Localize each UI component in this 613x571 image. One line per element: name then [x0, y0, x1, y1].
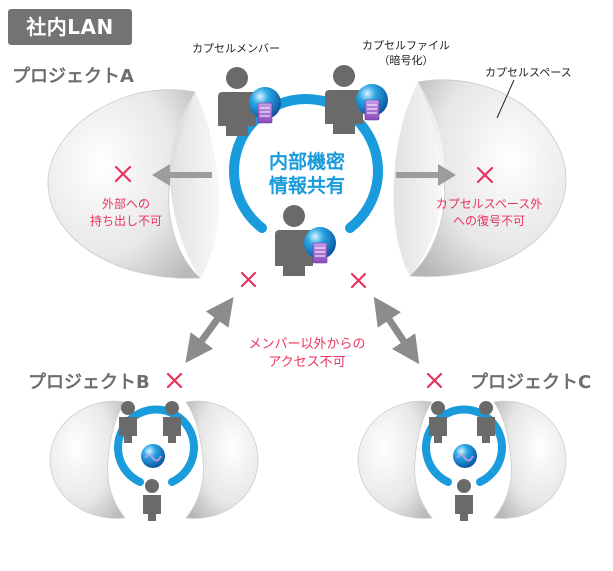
project-b-label: プロジェクトB [28, 372, 150, 393]
capsule-file-label: カプセルファイル （暗号化） [362, 38, 450, 68]
network-label: 社内LAN [8, 9, 132, 45]
no-decrypt-label: カプセルスペース外 への復号不可 [424, 196, 554, 230]
project-c-label: プロジェクトC [470, 372, 592, 393]
member-person-2 [325, 65, 363, 134]
no-decrypt-line1: カプセルスペース外 [435, 197, 543, 211]
deny-icon-project-b [166, 372, 183, 389]
no-export-label: 外部への 持ち出し不可 [78, 196, 174, 230]
encrypted-file-icon-2 [356, 84, 388, 121]
capsule-member-label: カプセルメンバー [192, 42, 280, 55]
deny-icon-project-c [426, 372, 443, 389]
capsule-space-b [49, 400, 259, 521]
access-arrows [185, 296, 420, 365]
capsule-space-label: カプセルスペース [485, 66, 572, 79]
space-pointer-line [496, 79, 515, 119]
deny-icon-access-left [240, 271, 257, 288]
project-a-label: プロジェクトA [12, 66, 134, 87]
no-export-line2: 持ち出し不可 [89, 214, 162, 228]
deny-icon-access-right [350, 272, 367, 289]
no-access-line1: メンバー以外からの [248, 337, 366, 352]
no-access-line2: アクセス不可 [268, 355, 346, 370]
outbound-arrows [152, 164, 456, 186]
no-decrypt-line2: への復号不可 [452, 214, 525, 228]
capsule-file-label-line1: カプセルファイル [362, 39, 450, 52]
deny-icon-right [476, 166, 494, 184]
member-person-3 [275, 205, 313, 276]
encrypted-file-icon-1 [249, 87, 281, 124]
internal-sharing-label: 内部機密 情報共有 [255, 150, 359, 198]
encrypted-file-icon-3 [304, 227, 336, 264]
no-export-line1: 外部への [101, 197, 150, 211]
capsule-file-label-line2: （暗号化） [378, 54, 434, 67]
deny-icon-left [114, 165, 132, 183]
capsule-space-c [357, 400, 567, 521]
deny-marks [114, 165, 494, 389]
member-person-1 [218, 67, 256, 136]
internal-sharing-line1: 内部機密 [268, 151, 345, 173]
capsule-space-a [47, 79, 567, 279]
internal-sharing-line2: 情報共有 [268, 175, 345, 197]
no-access-label: メンバー以外からの アクセス不可 [232, 336, 382, 372]
